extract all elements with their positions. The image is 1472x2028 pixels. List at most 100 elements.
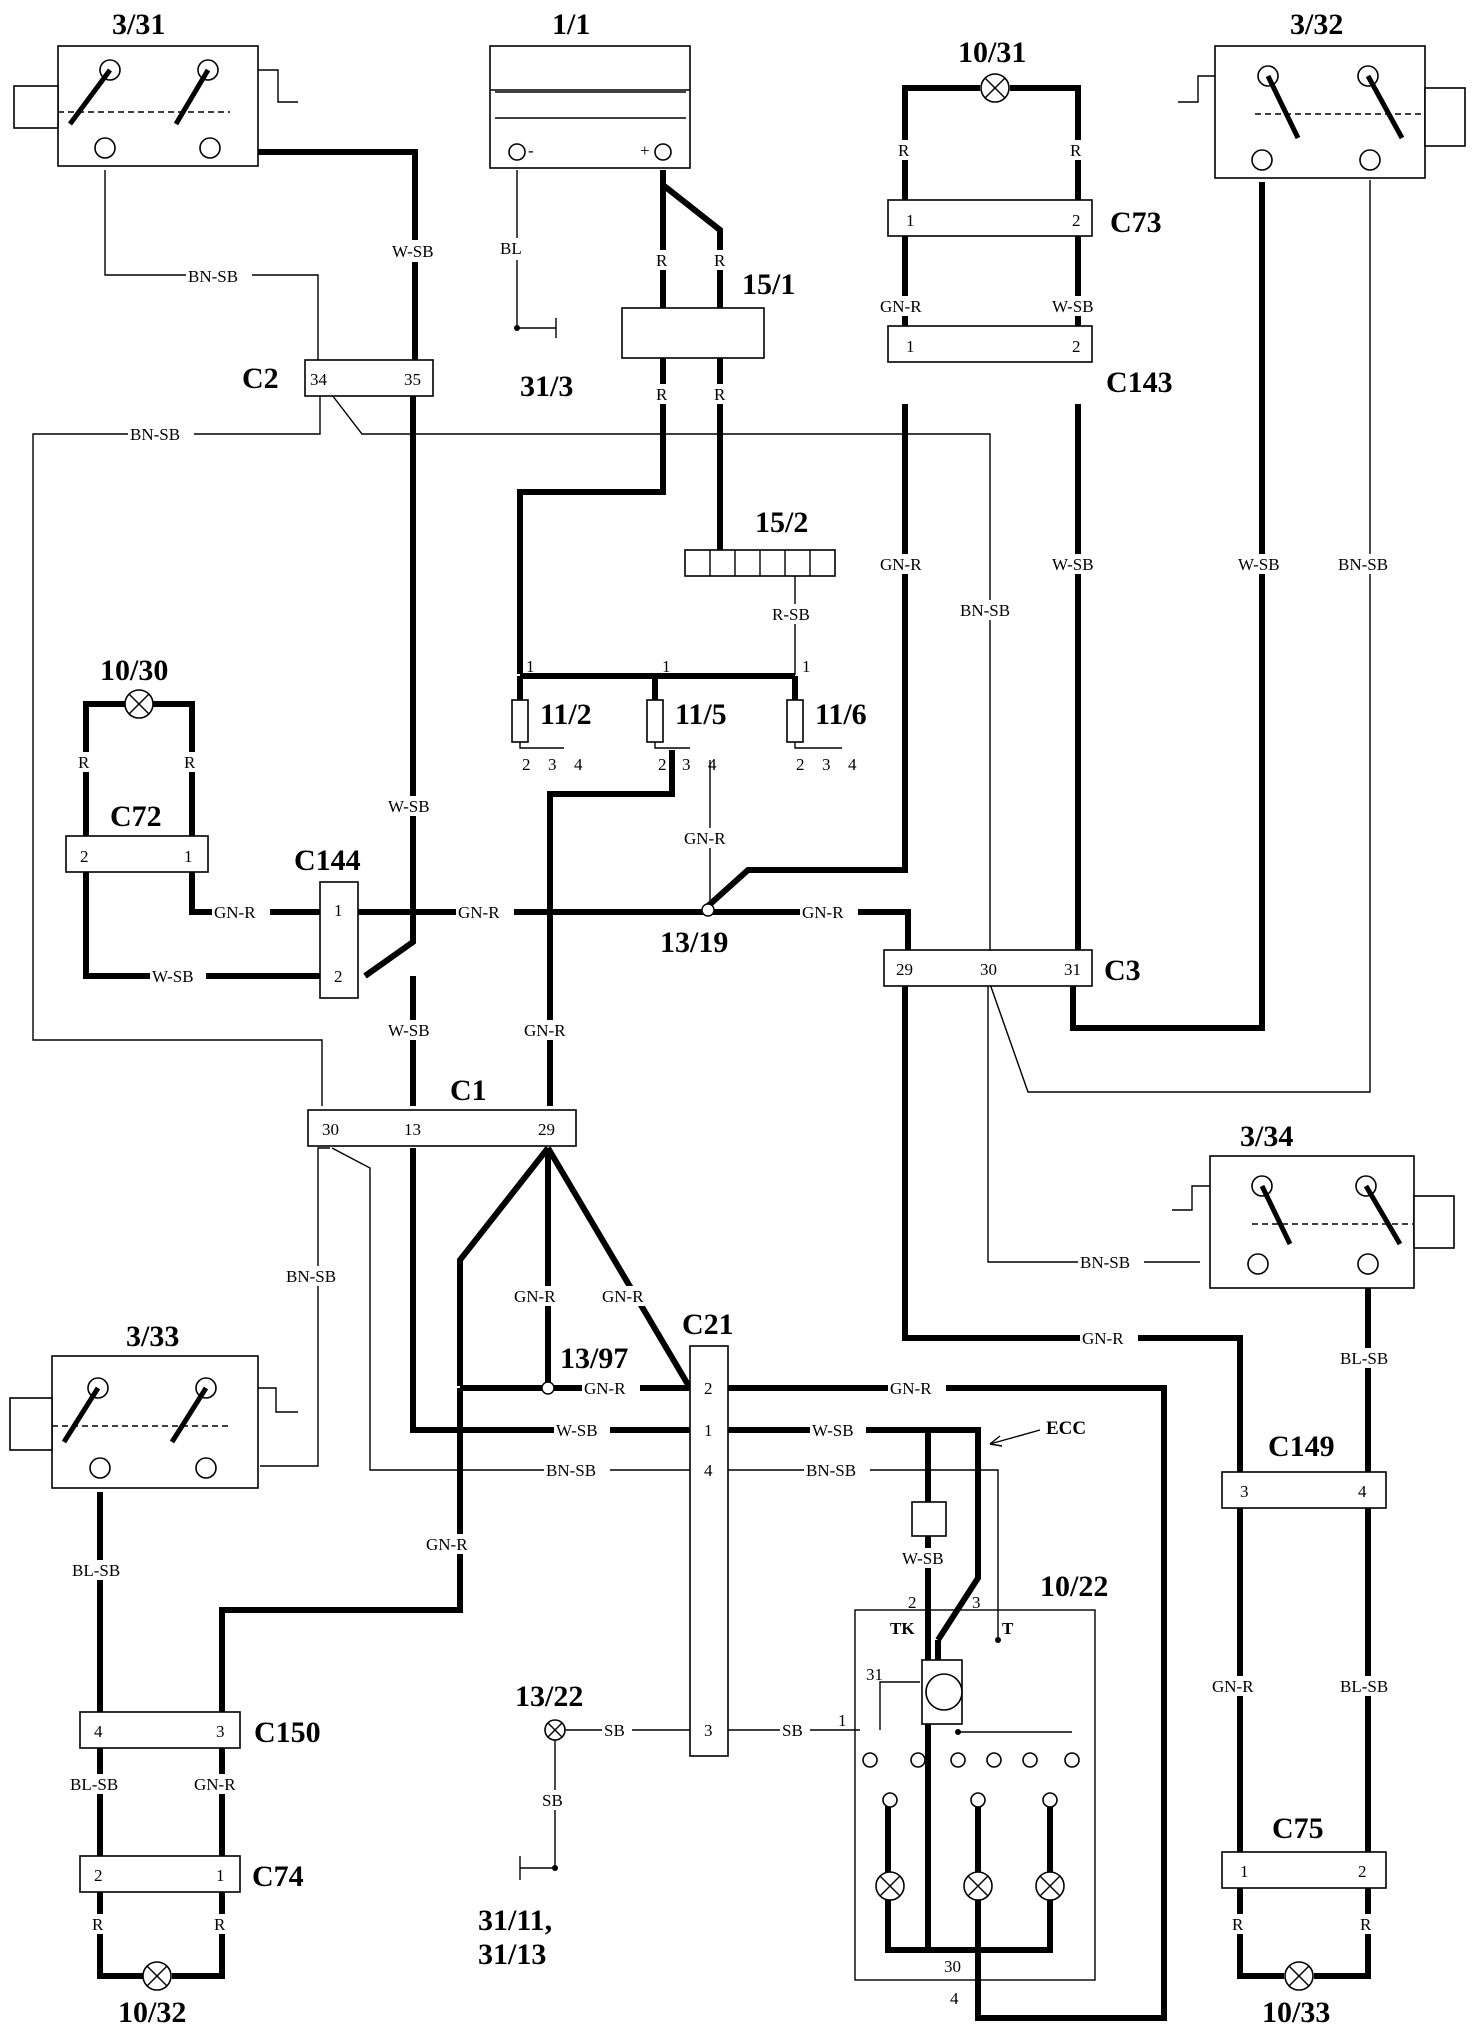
svg-text:4: 4 [704, 1461, 713, 1480]
label-31-11: 31/11, [478, 1904, 552, 1937]
label-c143: C143 [1106, 366, 1173, 399]
svg-text:2: 2 [1072, 337, 1081, 356]
svg-text:2: 2 [80, 847, 89, 866]
svg-text:GN-R: GN-R [458, 903, 500, 922]
svg-text:R: R [656, 385, 668, 404]
label-c144: C144 [294, 844, 361, 877]
thick-wires [83, 85, 1371, 2021]
svg-text:GN-R: GN-R [684, 829, 726, 848]
lamp-10-32-icon [142, 1961, 172, 1991]
svg-text:R: R [184, 753, 196, 772]
svg-text:SB: SB [542, 1791, 563, 1810]
svg-text:3: 3 [972, 1593, 981, 1612]
label-31-13: 31/13 [478, 1938, 546, 1971]
svg-text:2: 2 [796, 755, 805, 774]
label-c3: C3 [1104, 954, 1141, 987]
label-13-19: 13/19 [660, 926, 728, 959]
svg-text:T: T [1002, 1619, 1014, 1638]
svg-text:R: R [92, 1915, 104, 1934]
svg-text:W-SB: W-SB [1052, 297, 1094, 316]
svg-text:3: 3 [216, 1722, 225, 1741]
svg-text:1: 1 [802, 657, 811, 676]
svg-text:GN-R: GN-R [880, 297, 922, 316]
svg-text:BN-SB: BN-SB [286, 1267, 336, 1286]
svg-text:GN-R: GN-R [214, 903, 256, 922]
svg-text:GN-R: GN-R [584, 1379, 626, 1398]
svg-text:GN-R: GN-R [880, 555, 922, 574]
svg-text:R: R [1360, 1915, 1372, 1934]
connector-boxes [65, 199, 1387, 1893]
svg-text:2: 2 [704, 1379, 713, 1398]
label-10-32: 10/32 [118, 1996, 186, 2028]
connector-labels: C2 C73 C143 C72 C144 C3 C1 C21 C149 C150… [110, 206, 1335, 1893]
label-11-5: 11/5 [675, 698, 727, 731]
svg-text:SB: SB [782, 1721, 803, 1740]
label-10-30: 10/30 [100, 654, 168, 687]
svg-text:1: 1 [216, 1866, 225, 1885]
svg-text:R: R [714, 251, 726, 270]
wire-labels: W-SB BN-SB BL R R R R R R GN-R W-SB BN-S… [68, 140, 1402, 1934]
label-15-2: 15/2 [755, 506, 808, 539]
label-c74: C74 [252, 1860, 304, 1893]
lamp-10-31-icon [980, 73, 1010, 103]
svg-text:31: 31 [866, 1665, 883, 1684]
svg-text:3: 3 [548, 755, 557, 774]
svg-text:BN-SB: BN-SB [960, 601, 1010, 620]
svg-text:W-SB: W-SB [1052, 555, 1094, 574]
module-lamp-2-icon [963, 1871, 993, 1901]
label-3-31: 3/31 [112, 8, 165, 41]
lamp-10-30-icon [124, 689, 154, 719]
svg-text:BN-SB: BN-SB [806, 1461, 856, 1480]
svg-text:31: 31 [1064, 960, 1081, 979]
label-c1: C1 [450, 1074, 487, 1107]
lamp-10-33-icon [1284, 1961, 1314, 1991]
label-15-1: 15/1 [742, 268, 795, 301]
label-10-33: 10/33 [1262, 1996, 1330, 2028]
svg-text:2: 2 [94, 1866, 103, 1885]
label-31-3: 31/3 [520, 370, 573, 403]
svg-text:4: 4 [94, 1722, 103, 1741]
svg-text:-: - [528, 141, 534, 160]
label-10-22: 10/22 [1040, 1570, 1108, 1603]
svg-text:W-SB: W-SB [388, 1021, 430, 1040]
svg-text:2: 2 [522, 755, 531, 774]
label-10-31: 10/31 [958, 36, 1026, 69]
svg-text:29: 29 [896, 960, 913, 979]
svg-text:2: 2 [908, 1593, 917, 1612]
label-13-97-text: 13/97 [560, 1342, 628, 1375]
label-3-34: 3/34 [1240, 1120, 1293, 1153]
splice-13-19-icon [701, 903, 715, 917]
svg-text:1: 1 [906, 211, 915, 230]
svg-text:1: 1 [334, 901, 343, 920]
svg-text:GN-R: GN-R [1082, 1329, 1124, 1348]
svg-text:R: R [214, 1915, 226, 1934]
svg-text:2: 2 [658, 755, 667, 774]
svg-text:30: 30 [944, 1957, 961, 1976]
svg-text:BL-SB: BL-SB [1340, 1349, 1388, 1368]
svg-text:+: + [640, 141, 650, 160]
svg-text:BL: BL [500, 239, 522, 258]
svg-text:R: R [78, 753, 90, 772]
svg-text:W-SB: W-SB [392, 242, 434, 261]
svg-text:3: 3 [822, 755, 831, 774]
label-11-2: 11/2 [540, 698, 592, 731]
label-c150: C150 [254, 1716, 321, 1749]
label-c21: C21 [682, 1308, 734, 1341]
splice-13-22-icon [544, 1719, 566, 1741]
svg-text:GN-R: GN-R [514, 1287, 556, 1306]
svg-text:W-SB: W-SB [556, 1421, 598, 1440]
svg-text:BN-SB: BN-SB [1338, 555, 1388, 574]
label-13-22: 13/22 [515, 1680, 583, 1713]
svg-text:4: 4 [708, 755, 717, 774]
svg-text:29: 29 [538, 1120, 555, 1139]
svg-text:TK: TK [890, 1619, 915, 1638]
svg-text:BN-SB: BN-SB [1080, 1253, 1130, 1272]
svg-text:R: R [656, 251, 668, 270]
component-shapes [9, 45, 1466, 1981]
svg-text:W-SB: W-SB [388, 797, 430, 816]
svg-text:GN-R: GN-R [524, 1021, 566, 1040]
svg-text:1: 1 [1240, 1862, 1249, 1881]
svg-text:3: 3 [1240, 1482, 1249, 1501]
svg-text:4: 4 [848, 755, 857, 774]
